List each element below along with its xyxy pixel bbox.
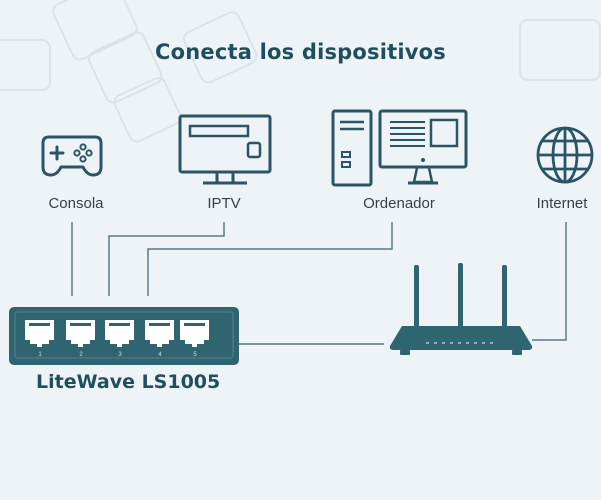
desktop-computer-icon [331,109,468,187]
network-switch-icon: 1 2 3 4 5 [9,307,239,365]
port-number-2: 2 [79,352,83,358]
switch-port-3 [105,320,134,347]
switch-model-name: LiteWave LS1005 [36,371,221,393]
tv-monitor-icon [178,114,272,185]
iptv-label: IPTV [207,195,241,212]
router-icon [389,263,533,355]
port-number-4: 4 [158,352,162,358]
gamepad-icon [41,135,103,177]
port-number-1: 1 [38,352,42,358]
line-internet-to-router [532,222,567,341]
port-number-3: 3 [118,352,122,358]
switch-port-1 [25,320,54,347]
diagram-title: Conecta los dispositivos [155,40,446,64]
line-computer-to-switch [147,222,393,296]
switch-port-2 [66,320,95,347]
port-number-5: 5 [193,352,197,358]
internet-label: Internet [536,195,588,212]
console-label: Consola [48,195,104,212]
switch-port-5 [180,320,209,347]
line-iptv-to-switch [108,222,225,296]
switch-port-4 [145,320,174,347]
globe-icon [536,126,594,184]
computer-label: Ordenador [363,195,435,212]
